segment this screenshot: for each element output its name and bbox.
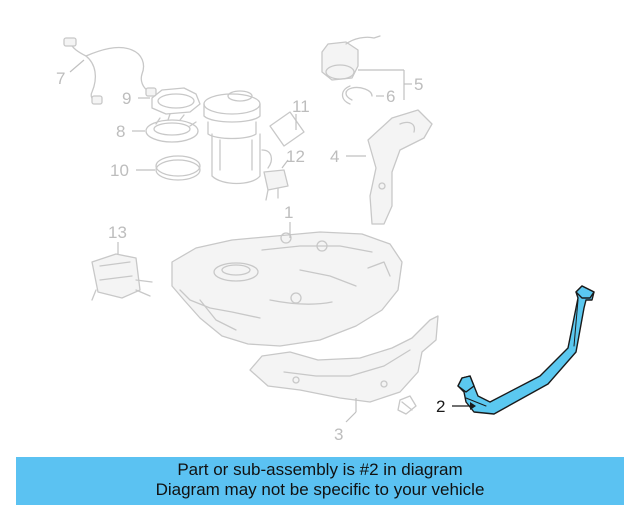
part-4-filler-pipe [346,109,433,225]
part-2-tank-strap [452,285,595,415]
part-7-sensor-wire [63,37,157,105]
part-11-fuel-pump [203,90,305,185]
callout-13: 13 [108,223,127,242]
part-6-clip [341,85,384,105]
part-3-heat-shield [249,315,439,423]
part-8-retaining-ring [132,113,199,143]
callout-8: 8 [116,122,125,141]
parts-diagram: 7 9 8 10 11 12 [56,35,595,444]
part-1-fuel-tank [171,222,403,347]
callout-12: 12 [286,147,305,166]
part-13-pump [91,242,153,301]
callout-2: 2 [436,397,445,416]
banner-line-2: Diagram may not be specific to your vehi… [155,480,485,499]
part-12-sender [263,159,289,201]
callout-5: 5 [414,75,423,94]
callout-10: 10 [110,161,129,180]
callout-1: 1 [284,203,293,222]
callout-7: 7 [56,69,65,88]
part-5-filler-cap [321,35,412,100]
callout-9: 9 [122,89,131,108]
callout-6: 6 [386,87,395,106]
callout-4: 4 [330,147,339,166]
part-10-seal [136,155,201,181]
banner-line-1: Part or sub-assembly is #2 in diagram [177,460,463,479]
info-banner: Part or sub-assembly is #2 in diagram Di… [16,457,624,505]
callout-3: 3 [334,425,343,444]
part-9-lock-ring [138,87,201,115]
callout-11: 11 [292,97,310,116]
